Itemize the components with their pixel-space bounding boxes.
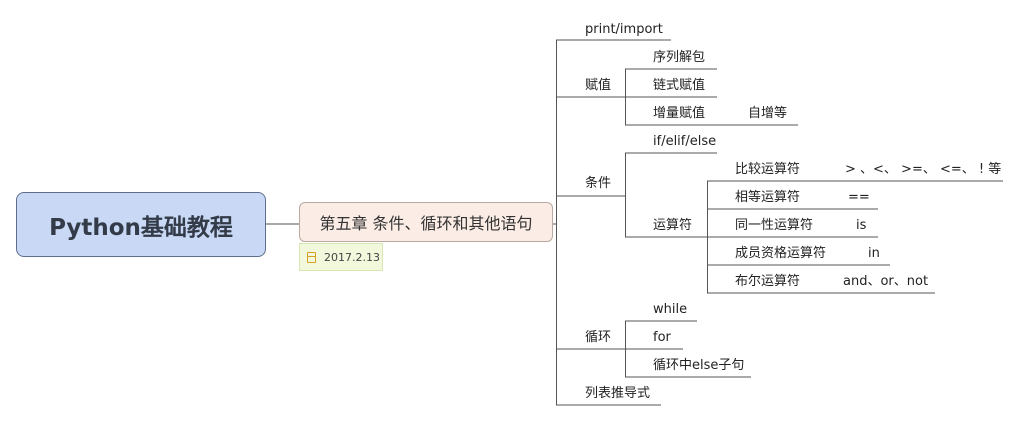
assign-sequence-unpacking[interactable]: 序列解包 bbox=[653, 50, 706, 65]
branch-assign[interactable]: 赋值 bbox=[585, 78, 612, 93]
chapter-label: 第五章 条件、循环和其他语句 bbox=[319, 214, 533, 233]
loop-while[interactable]: while bbox=[653, 302, 688, 317]
operator-comparison-value[interactable]: > 、<、 >=、 <=、 ! 等 bbox=[845, 162, 1002, 177]
assign-chained[interactable]: 链式赋值 bbox=[653, 78, 706, 93]
assign-incremental-note[interactable]: 自增等 bbox=[748, 106, 788, 121]
loop-for[interactable]: for bbox=[653, 330, 671, 345]
date-label: 2017.2.13 bbox=[324, 250, 380, 264]
branch-list-comprehension[interactable]: 列表推导式 bbox=[585, 386, 651, 401]
root-node[interactable]: Python基础教程 bbox=[16, 192, 266, 257]
note-icon bbox=[307, 251, 316, 263]
branch-print-import[interactable]: print/import bbox=[585, 22, 663, 37]
operator-comparison[interactable]: 比较运算符 bbox=[735, 162, 801, 177]
operator-boolean-value[interactable]: and、or、not bbox=[843, 274, 929, 289]
assign-incremental[interactable]: 增量赋值 bbox=[653, 106, 706, 121]
date-note: 2017.2.13 bbox=[299, 243, 383, 271]
branch-condition[interactable]: 条件 bbox=[585, 176, 612, 191]
root-label: Python基础教程 bbox=[49, 214, 233, 241]
operator-boolean[interactable]: 布尔运算符 bbox=[735, 274, 801, 289]
chapter-node[interactable]: 第五章 条件、循环和其他语句 bbox=[299, 202, 553, 242]
condition-operators[interactable]: 运算符 bbox=[653, 218, 693, 233]
condition-if-elif-else[interactable]: if/elif/else bbox=[653, 134, 717, 149]
operator-identity[interactable]: 同一性运算符 bbox=[735, 218, 814, 233]
loop-else-clause[interactable]: 循环中else子句 bbox=[653, 358, 745, 373]
operator-equality[interactable]: 相等运算符 bbox=[735, 190, 801, 205]
operator-membership[interactable]: 成员资格运算符 bbox=[735, 246, 827, 261]
operator-identity-value[interactable]: is bbox=[856, 218, 867, 233]
branch-loop[interactable]: 循环 bbox=[585, 330, 612, 345]
operator-equality-value[interactable]: == bbox=[848, 190, 870, 205]
operator-membership-value[interactable]: in bbox=[868, 246, 880, 261]
